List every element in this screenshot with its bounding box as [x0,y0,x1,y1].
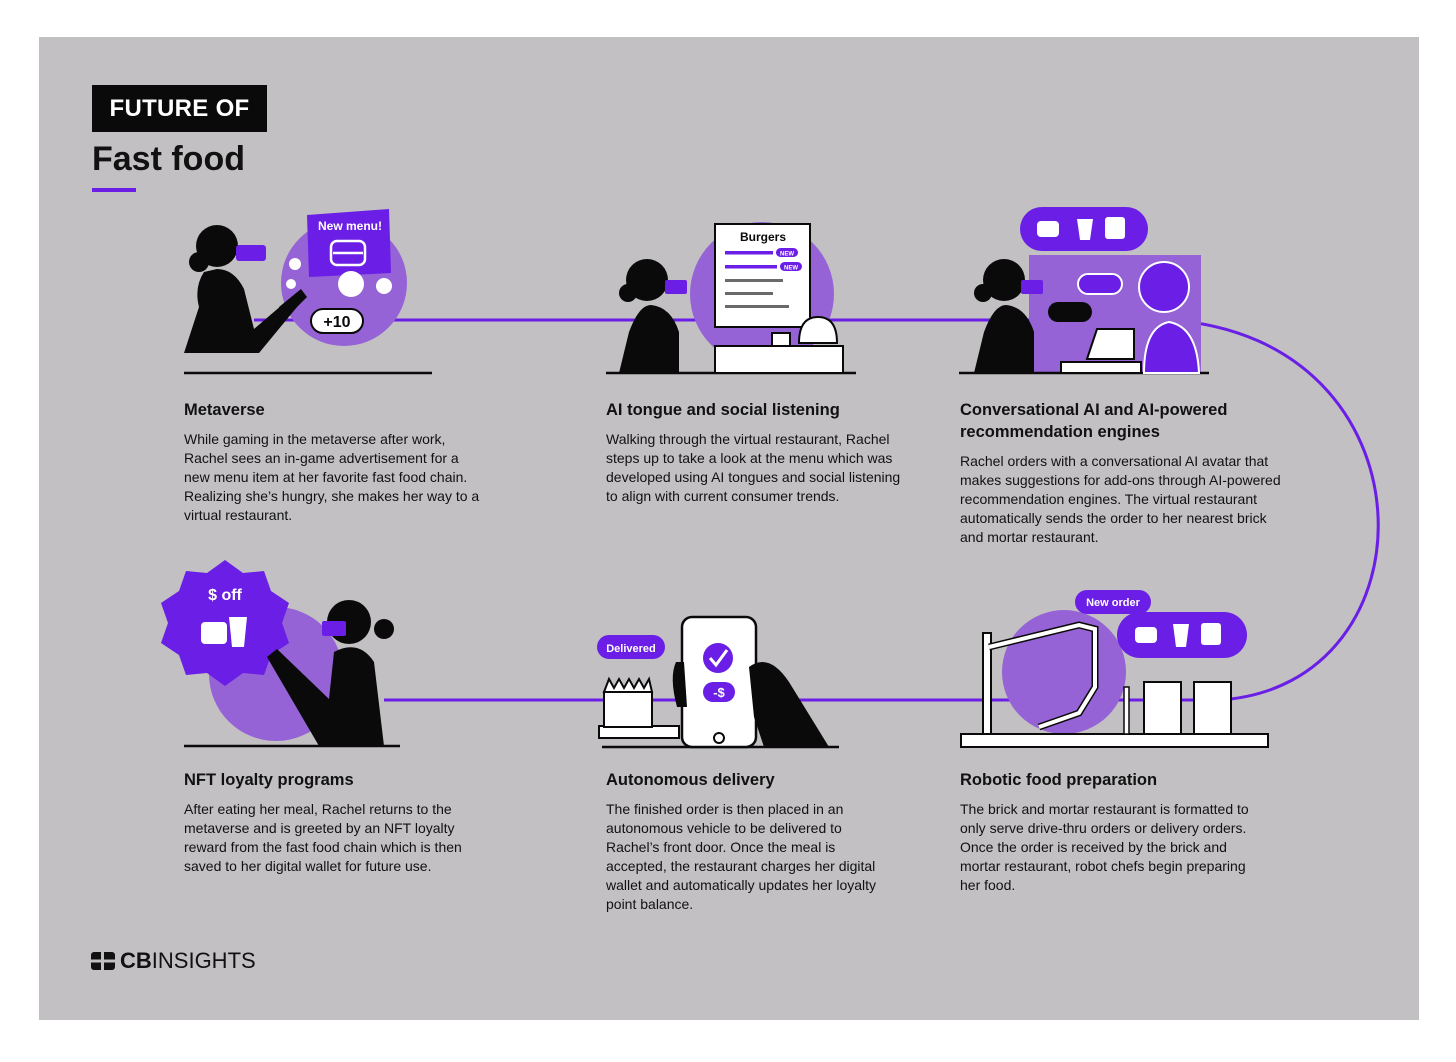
logo-text-regular: INSIGHTS [151,948,256,973]
step-autonomous-delivery: Autonomous delivery The finished order i… [606,769,881,914]
cbinsights-logo-icon [91,952,115,970]
timeline-curve [1168,318,1380,702]
infographic-canvas: New menu! +10 Burgers NEW [39,37,1419,1020]
logo-text-bold: CB [120,948,152,973]
title-underline [92,188,136,192]
menu-board-illustration: Burgers NEW NEW [606,222,856,375]
step-heading: Autonomous delivery [606,771,775,789]
step-conversational-ai: Conversational AI and AI-powered recomme… [960,399,1290,547]
step-heading: Conversational AI and AI-powered recomme… [960,401,1228,441]
step-body: While gaming in the metaverse after work… [184,431,480,523]
points-label: +10 [323,314,350,331]
conversational-ai-illustration [959,207,1209,375]
robotic-prep-illustration: New order [960,590,1269,748]
future-of-badge: FUTURE OF [92,85,267,132]
step-heading: NFT loyalty programs [184,771,354,789]
step-body: After eating her meal, Rachel returns to… [184,801,462,874]
step-metaverse: Metaverse While gaming in the metaverse … [184,399,484,525]
step-heading: Metaverse [184,401,265,419]
step-nft-loyalty: NFT loyalty programs After eating her me… [184,769,484,876]
menu-title: Burgers [740,230,786,244]
dollar-off-label: $ off [208,587,242,604]
new-menu-label: New menu! [318,219,382,233]
step-body: Walking through the virtual restaurant, … [606,431,901,504]
charge-label: -$ [713,685,725,700]
svg-text:NEW: NEW [780,252,794,258]
autonomous-delivery-illustration: Delivered -$ [597,615,839,749]
step-body: The finished order is then placed in an … [606,801,877,912]
page-title: Fast food [92,140,245,178]
svg-text:NEW: NEW [784,266,798,272]
step-heading: Robotic food preparation [960,771,1158,789]
step-heading: AI tongue and social listening [606,401,840,419]
illustration-layer: New menu! +10 Burgers NEW [161,207,1380,749]
nft-loyalty-illustration: $ off [161,560,400,748]
metaverse-illustration: New menu! +10 [184,209,432,375]
step-ai-tongue: AI tongue and social listening Walking t… [606,399,906,506]
step-body: The brick and mortar restaurant is forma… [960,801,1249,893]
new-order-label: New order [1086,597,1141,609]
step-robotic-prep: Robotic food preparation The brick and m… [960,769,1260,895]
step-body: Rachel orders with a conversational AI a… [960,453,1281,545]
delivered-label: Delivered [606,643,656,655]
